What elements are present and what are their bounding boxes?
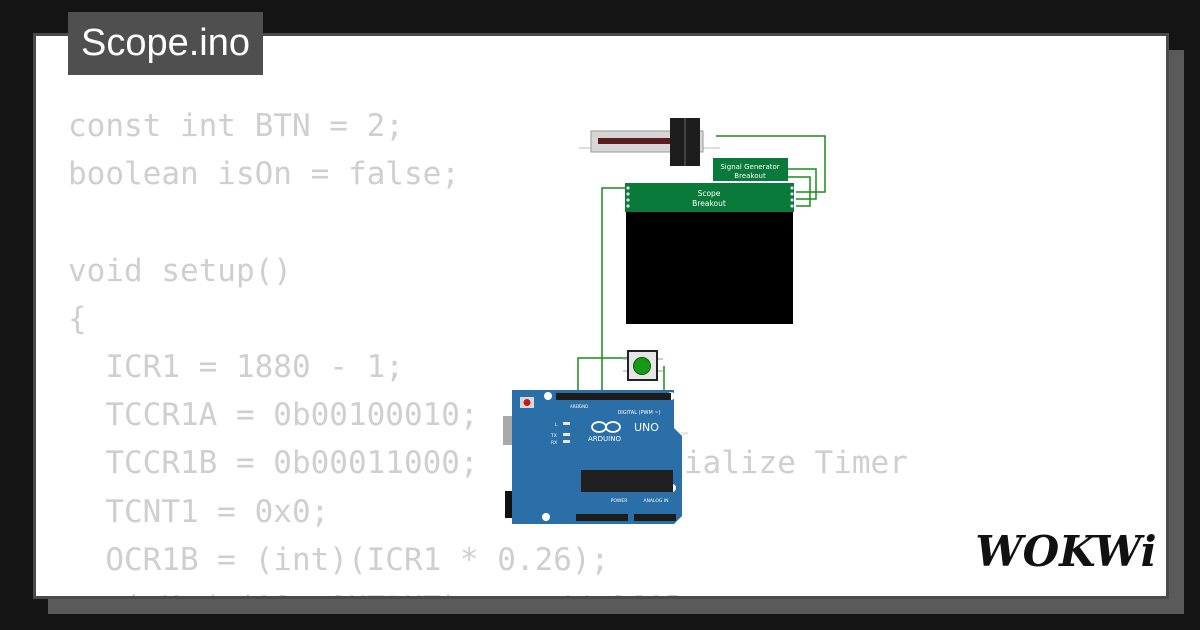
code-line: TCNT1 = 0x0; [68, 493, 330, 530]
scope-pin [790, 186, 794, 190]
scope-header-board [625, 183, 794, 212]
code-line: OCR1B = (int)(ICR1 * 0.26); [68, 541, 610, 578]
code-line: { [68, 300, 87, 337]
scope-pin [790, 198, 794, 202]
brand-label: ARDUINO [588, 435, 621, 443]
analog-header-label: ANALOG IN [643, 498, 668, 504]
led-tx [563, 433, 570, 436]
preview-card: const int BTN = 2; boolean isOn = false; v… [33, 33, 1169, 599]
scope-label: Scope [698, 189, 721, 198]
power-header-label: POWER [611, 498, 628, 504]
atmega-chip [581, 470, 673, 492]
reset-button-cap[interactable] [523, 399, 531, 406]
wokwi-logo: WOKWi [976, 527, 1156, 576]
rx-led-label: RX [551, 440, 557, 446]
wires [577, 135, 826, 392]
mount-hole [542, 513, 550, 521]
power-header [576, 514, 628, 521]
wokwi-logo-text: WOKWi [976, 527, 1156, 576]
code-line: TCCR1B = 0b00011000; // Initialize Timer [68, 445, 908, 482]
signal-generator-breakout: Signal Generator Breakout [713, 158, 788, 181]
arduino-logo-icon [591, 421, 621, 433]
board-model: UNO [634, 421, 659, 434]
code-line: ICR1 = 1880 - 1; [68, 348, 404, 385]
pot-track [598, 138, 696, 144]
wire [601, 187, 628, 392]
mount-hole [544, 392, 552, 400]
analog-header [634, 514, 676, 521]
signal-generator-board [713, 158, 788, 181]
arduino-uno: DIGITAL (PWM ~) AREF GND L TX RX UNO ARD… [503, 390, 698, 524]
digital-header-label: DIGITAL (PWM ~) [617, 410, 660, 416]
aref-label: AREF [570, 404, 581, 409]
code-line: TCCR1A = 0b00100010; [68, 397, 479, 434]
scope-pin [626, 192, 630, 196]
gnd-label: GND [579, 404, 588, 409]
led-rx [563, 440, 570, 443]
circuit-diagram: Signal Generator Breakout Scope Breakout [503, 118, 826, 524]
scope-pin [626, 198, 630, 202]
scope-label: Breakout [692, 199, 726, 208]
push-button[interactable] [623, 350, 663, 381]
l-led-label: L [555, 422, 558, 428]
on-led-label: ON [691, 431, 698, 437]
led-on [681, 432, 688, 435]
scope-pin [790, 192, 794, 196]
wire [577, 357, 628, 392]
digital-header [556, 393, 671, 400]
wire [788, 168, 817, 200]
slide-potentiometer[interactable] [579, 118, 720, 166]
scope-breakout: Scope Breakout [625, 183, 794, 324]
scope-pin [626, 186, 630, 190]
button-cap[interactable] [633, 357, 651, 375]
code-preview: const int BTN = 2; boolean isOn = false; v… [68, 102, 908, 596]
code-line: void setup() [68, 252, 292, 289]
project-title: Scope.ino [68, 12, 264, 75]
signal-generator-label: Breakout [734, 172, 766, 180]
signal-generator-label: Signal Generator [720, 163, 779, 171]
wire [788, 176, 811, 207]
scope-pin [790, 204, 794, 208]
tx-led-label: TX [550, 433, 557, 439]
scope-screen [626, 212, 793, 324]
scope-pin [626, 204, 630, 208]
led-l [563, 422, 570, 425]
code-line: const int BTN = 2; [68, 108, 404, 144]
code-line: boolean isOn = false; [68, 156, 460, 193]
code-line: pinMode(10, OUTPUT); // OC1B [68, 584, 908, 596]
